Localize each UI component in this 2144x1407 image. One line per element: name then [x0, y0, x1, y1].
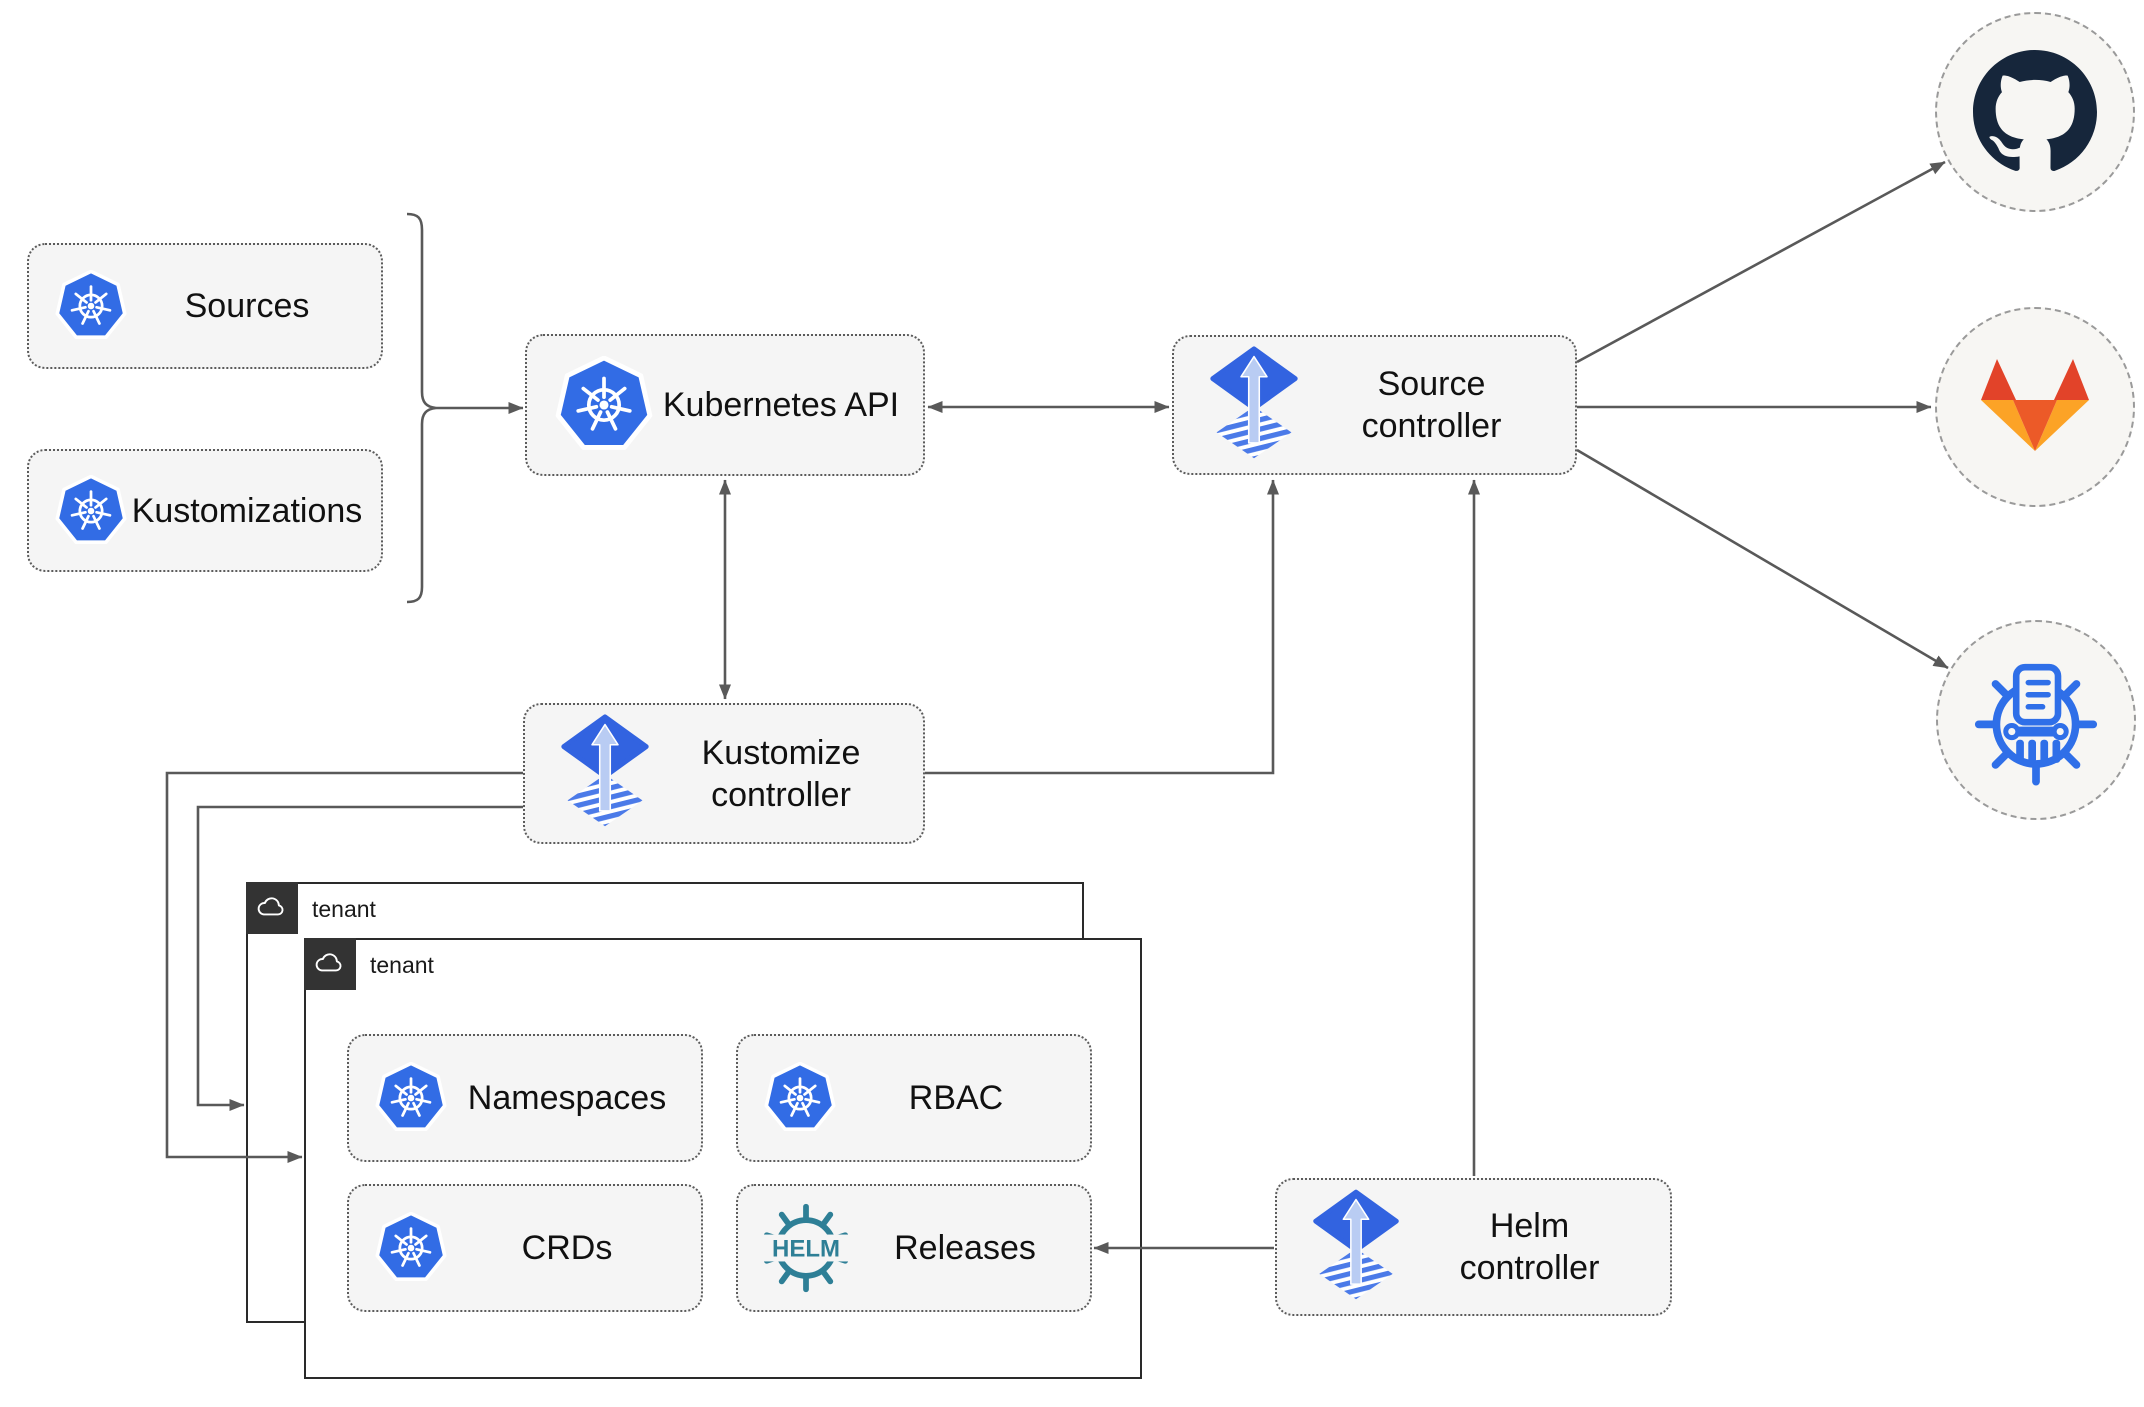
tenant-box-front: tenant Namespaces RBAC CRDs — [303, 937, 1142, 1379]
edge-kustomize-controller-source-controller — [925, 479, 1279, 775]
label-line1: Helm — [1489, 1207, 1570, 1245]
node-crds-label: CRDs — [521, 1229, 613, 1267]
node-kustomizations-label: Kustomizations — [131, 491, 363, 530]
edge-brace — [406, 212, 437, 604]
kubernetes-icon — [375, 1062, 447, 1134]
remote-gitlab — [1935, 307, 2135, 507]
kubernetes-icon — [764, 1062, 836, 1134]
remote-github — [1935, 12, 2135, 212]
edge-source-controller-github — [1576, 160, 1946, 364]
node-namespaces: Namespaces — [347, 1034, 703, 1162]
label-line2: controller — [1361, 407, 1502, 445]
remote-helm-chart-repository — [1936, 620, 2136, 820]
node-rbac: RBAC — [736, 1034, 1092, 1162]
kubernetes-icon — [55, 475, 127, 547]
label-line2: controller — [1459, 1249, 1600, 1287]
node-helm-controller-label: Helm controller — [1403, 1205, 1670, 1289]
node-rbac-label: RBAC — [908, 1079, 1004, 1117]
tenant-back-label: tenant — [312, 896, 376, 922]
node-kustomize-controller: Kustomize controller — [523, 703, 925, 844]
kubernetes-icon — [55, 270, 127, 342]
github-icon — [1973, 50, 2097, 171]
label-line1: Source — [1377, 365, 1486, 403]
node-source-controller: Source controller — [1172, 335, 1577, 475]
helm-icon: HELM — [758, 1200, 854, 1296]
gitlab-icon — [1981, 359, 2089, 451]
tenant-front-label: tenant — [370, 952, 434, 978]
node-releases-label: Releases — [894, 1229, 1036, 1267]
node-helm-controller: Helm controller — [1275, 1178, 1672, 1316]
cloud-icon — [303, 937, 356, 990]
helm-chart-repository-icon — [1974, 663, 2098, 786]
node-kustomize-controller-label: Kustomize controller — [653, 732, 923, 816]
helm-icon-text: HELM — [772, 1236, 840, 1263]
node-kubernetes-api-label: Kubernetes API — [662, 386, 900, 424]
kubernetes-icon — [555, 356, 653, 454]
cloud-icon — [245, 881, 298, 934]
flux-icon — [1309, 1189, 1403, 1306]
node-kubernetes-api: Kubernetes API — [525, 334, 925, 476]
flux-icon — [1206, 346, 1302, 465]
node-sources: Sources — [27, 243, 383, 369]
node-releases: HELM Releases — [736, 1184, 1092, 1312]
node-source-controller-label: Source controller — [1302, 363, 1575, 447]
edge-source-controller-helm-repository — [1576, 448, 1949, 670]
node-sources-label: Sources — [184, 287, 310, 325]
node-namespaces-label: Namespaces — [467, 1079, 667, 1117]
flux-icon — [557, 714, 653, 833]
kubernetes-icon — [375, 1212, 447, 1284]
node-kustomizations: Kustomizations — [27, 449, 383, 572]
label-line2: controller — [711, 775, 851, 814]
label-line1: Kustomize — [701, 733, 861, 772]
node-crds: CRDs — [347, 1184, 703, 1312]
